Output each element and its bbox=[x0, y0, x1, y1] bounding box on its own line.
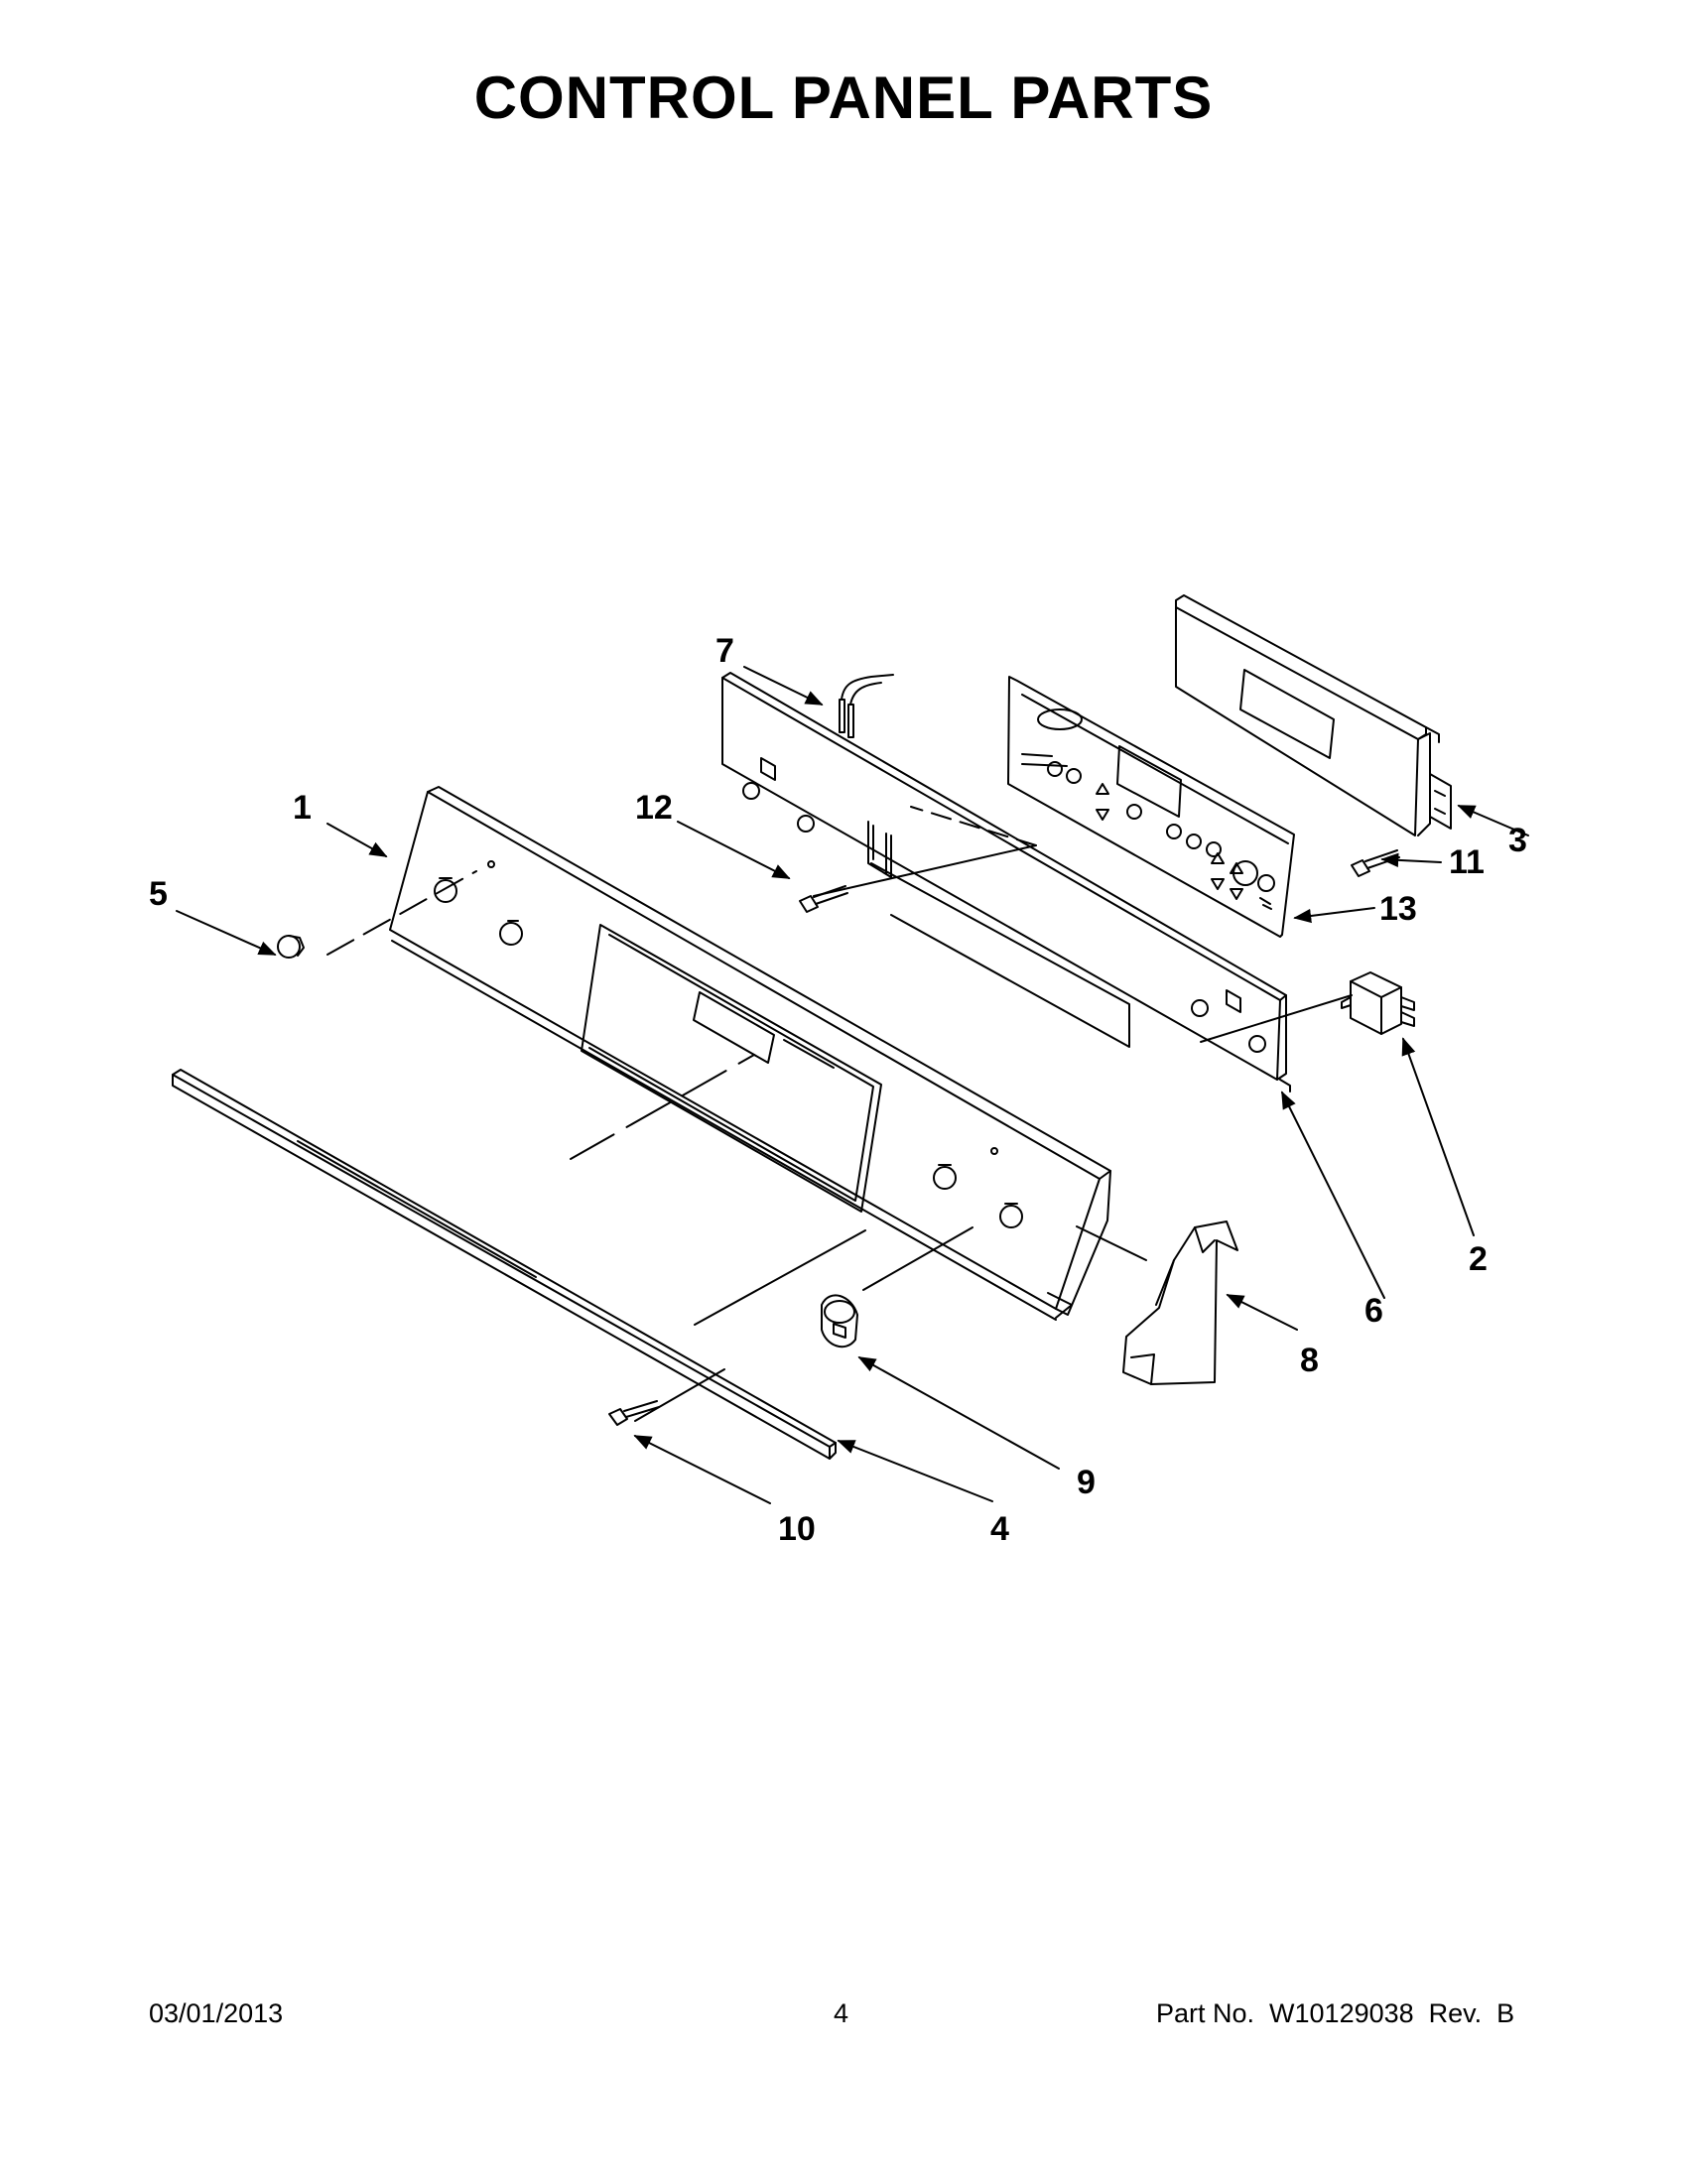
callout-6: 6 bbox=[1364, 1292, 1383, 1330]
screw-part-11 bbox=[1351, 849, 1400, 877]
callout-10: 10 bbox=[778, 1510, 816, 1548]
callout-7: 7 bbox=[715, 632, 734, 670]
wire-harness-part bbox=[839, 674, 894, 738]
trim-strip-part bbox=[172, 1069, 837, 1460]
footer-part-number: Part No. W10129038 Rev. B bbox=[1156, 1998, 1515, 2028]
screw-part-5 bbox=[277, 935, 305, 959]
switch-part bbox=[1341, 971, 1415, 1035]
main-console-part bbox=[389, 786, 1111, 1321]
callout-2: 2 bbox=[1469, 1240, 1488, 1278]
callout-12: 12 bbox=[635, 789, 673, 827]
callout-5: 5 bbox=[149, 875, 168, 913]
page-title: CONTROL PANEL PARTS bbox=[473, 64, 1214, 131]
callout-1: 1 bbox=[293, 789, 312, 827]
control-board-part bbox=[1175, 594, 1452, 836]
callout-3: 3 bbox=[1508, 822, 1527, 859]
callout-9: 9 bbox=[1077, 1464, 1096, 1501]
footer-page-number: 4 bbox=[834, 1998, 849, 2028]
overlay-panel-part bbox=[1007, 676, 1295, 938]
callout-4: 4 bbox=[990, 1510, 1009, 1548]
footer-date: 03/01/2013 bbox=[149, 1998, 284, 2028]
assembly-lines bbox=[326, 806, 1353, 1422]
rear-console-part bbox=[721, 672, 1291, 1092]
end-cap-part bbox=[1122, 1220, 1238, 1385]
screw-part-10 bbox=[608, 1400, 660, 1426]
callout-8: 8 bbox=[1300, 1342, 1319, 1379]
leader-arrows bbox=[176, 666, 1529, 1504]
knob-part bbox=[821, 1294, 858, 1349]
callout-11: 11 bbox=[1449, 843, 1485, 881]
callout-13: 13 bbox=[1379, 890, 1417, 928]
